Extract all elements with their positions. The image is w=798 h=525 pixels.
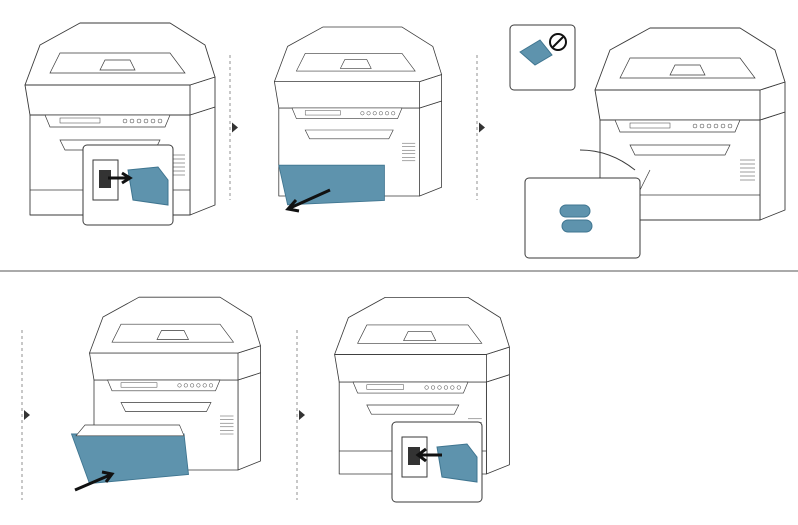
feeder-tray xyxy=(357,324,483,344)
document-feeder xyxy=(24,22,216,86)
step-arrow-icon xyxy=(299,410,305,420)
push-arrow-icon xyxy=(74,470,115,492)
paper-guide xyxy=(669,64,706,76)
panel-button xyxy=(713,123,719,129)
printer xyxy=(70,296,261,484)
printer xyxy=(274,26,442,206)
paper-guide xyxy=(99,59,136,71)
panel-button xyxy=(157,118,163,124)
prohibited-icon xyxy=(549,33,567,51)
panel-display xyxy=(120,382,158,388)
panel-button xyxy=(372,111,377,116)
paper-guide xyxy=(339,59,372,69)
power-plug xyxy=(436,443,478,483)
socket-hole xyxy=(99,170,111,188)
panel-button xyxy=(177,383,182,388)
roller-inset xyxy=(524,177,641,259)
printer-side-panel xyxy=(419,100,442,197)
panel-display xyxy=(304,110,341,116)
panel-button xyxy=(450,385,455,390)
panel-button xyxy=(150,118,156,124)
document-feeder xyxy=(274,26,442,82)
panel-button xyxy=(699,123,705,129)
panel-button xyxy=(208,383,214,388)
step-arrow-icon xyxy=(232,122,238,133)
panel-button xyxy=(143,118,149,124)
power-socket xyxy=(92,159,119,201)
output-slot xyxy=(120,402,212,412)
socket-hole xyxy=(408,447,420,465)
bottom-row xyxy=(21,296,510,503)
power-plug-inset xyxy=(391,421,483,503)
panel-button xyxy=(456,385,461,390)
panel-button xyxy=(391,111,396,116)
panel-display xyxy=(59,117,101,124)
hand-outline xyxy=(579,149,636,171)
panel-button xyxy=(136,118,142,124)
output-slot xyxy=(366,404,460,415)
panel-button xyxy=(129,118,135,124)
arrow-in-icon xyxy=(415,447,442,463)
feeder-tray xyxy=(619,57,756,79)
panel-button xyxy=(385,111,390,116)
document-feeder xyxy=(89,296,261,354)
panel-button xyxy=(727,123,733,129)
paper-guide xyxy=(156,330,190,340)
inset-pointer xyxy=(639,169,651,191)
printer-side-panel xyxy=(759,111,786,221)
document-feeder xyxy=(334,296,510,355)
paper-guide xyxy=(403,331,437,341)
panel-display xyxy=(366,384,404,390)
step-arrow-icon xyxy=(24,410,30,420)
power-plug-inset xyxy=(82,144,174,226)
top-row xyxy=(24,22,786,259)
panel-button xyxy=(706,123,712,129)
prohibited-slash xyxy=(552,36,564,48)
panel-button xyxy=(360,111,365,116)
panel-button xyxy=(430,385,436,390)
document-feeder xyxy=(594,27,786,91)
panel-button xyxy=(183,383,188,388)
panel-button xyxy=(190,383,195,388)
feeder-tray xyxy=(295,53,416,72)
output-slot xyxy=(304,129,394,140)
printer xyxy=(594,27,786,221)
panel-button xyxy=(202,383,207,388)
panel-display xyxy=(629,122,671,129)
panel-button xyxy=(437,385,442,390)
panel-button xyxy=(196,383,201,388)
panel-button xyxy=(443,385,448,390)
panel-button xyxy=(378,111,383,116)
step-arrow-icon xyxy=(479,122,485,133)
printer-side-panel xyxy=(237,372,261,471)
arrow-out-icon xyxy=(108,171,133,185)
paper-tray xyxy=(278,164,385,206)
feeder-tray xyxy=(111,323,235,343)
panel-button xyxy=(692,123,698,129)
power-plug xyxy=(127,166,169,206)
printer-side-panel xyxy=(485,374,510,475)
pull-arrow-icon xyxy=(285,188,331,213)
pickup-roller xyxy=(561,219,593,233)
tray-interior xyxy=(75,424,185,437)
panel-button xyxy=(366,111,371,116)
no-liquid-icon xyxy=(519,39,553,66)
feeder-tray xyxy=(49,52,186,74)
pickup-roller xyxy=(559,204,591,218)
printer-side-panel xyxy=(189,106,216,216)
panel-button xyxy=(424,385,429,390)
paper-tray-out xyxy=(70,433,189,484)
output-slot xyxy=(629,144,731,156)
panel-button xyxy=(720,123,726,129)
panel-button xyxy=(122,118,128,124)
